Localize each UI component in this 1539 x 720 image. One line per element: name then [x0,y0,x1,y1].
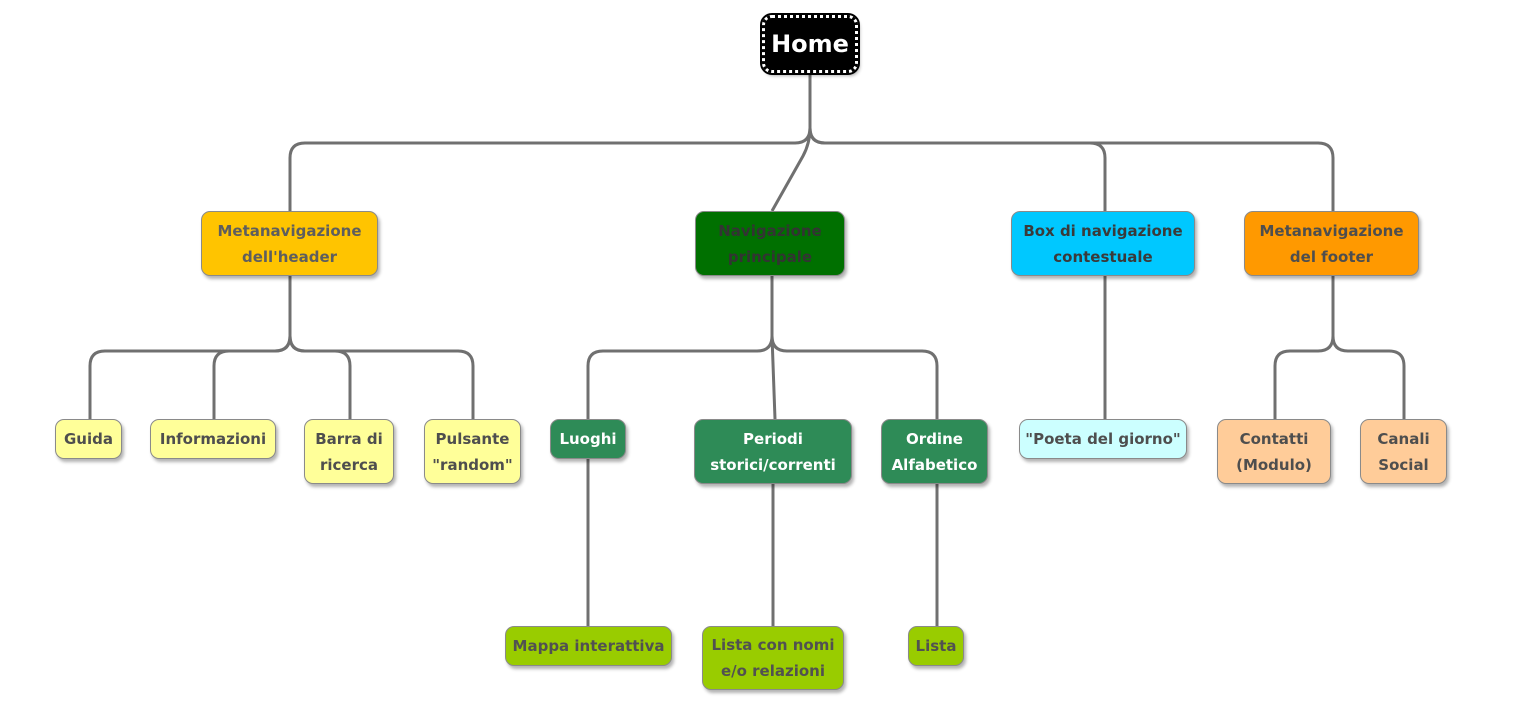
node-periodi-storici: Periodi storici/correnti [694,419,852,484]
connector-guida [88,276,292,419]
node-box-navigazione-contestuale: Box di navigazione contestuale [1011,211,1195,276]
connector-barra-ricerca [288,276,352,419]
node-lista-nomi-relazioni: Lista con nomi e/o relazioni [702,626,844,690]
node-metanavigazione-header: Metanavigazione dell'header [201,211,378,276]
node-home: Home [760,13,860,75]
node-poeta-del-giorno: "Poeta del giorno" [1019,419,1187,459]
node-lista: Lista [908,626,964,666]
node-contatti-modulo: Contatti (Modulo) [1217,419,1331,484]
node-barra-ricerca: Barra di ricerca [304,419,394,484]
node-metanavigazione-footer: Metanavigazione del footer [1244,211,1419,276]
node-informazioni: Informazioni [150,419,276,459]
node-luoghi: Luoghi [550,419,626,459]
connector-informazioni [212,276,292,419]
node-canali-social: Canali Social [1360,419,1447,484]
connector-ordine [770,276,939,419]
node-mappa-interattiva: Mappa interattiva [505,626,672,666]
node-ordine-alfabetico: Ordine Alfabetico [881,419,988,484]
connector-contatti [1273,276,1335,419]
connector-luoghi [586,276,774,419]
node-navigazione-principale: Navigazione principale [695,211,845,276]
connector-home-meta-footer [808,75,1335,211]
node-pulsante-random: Pulsante "random" [424,419,521,484]
connector-home-meta-header [288,75,812,211]
connector-canali [1331,276,1406,419]
node-guida: Guida [55,419,122,459]
connector-pulsante-random [288,276,475,419]
